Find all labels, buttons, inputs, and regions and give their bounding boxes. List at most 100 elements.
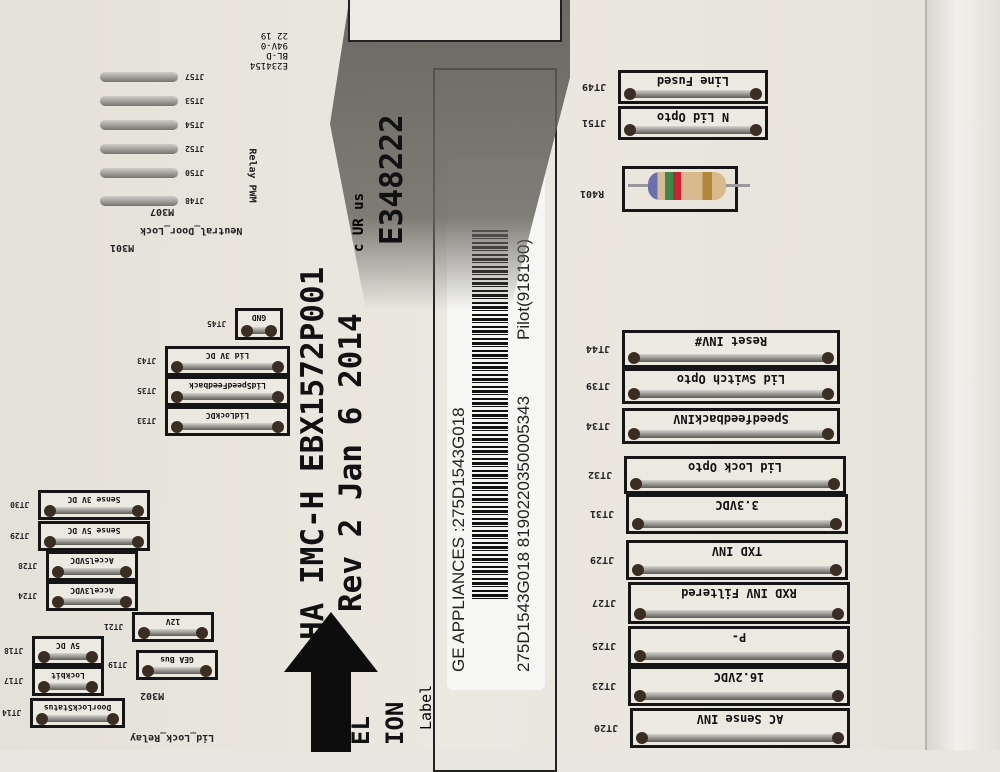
sticker-line-1: GE APPLIANCES :275D1543G018 [449, 407, 468, 672]
partial-text-2: ION [381, 701, 409, 745]
jumper-id: JT54 [185, 119, 205, 129]
jumper-label: Lid Switch Opto [676, 372, 786, 387]
jumper-label: Line Fused [656, 74, 730, 89]
jumper-id: JT25 [592, 640, 617, 651]
jumper-jt35: LidSpeedFeedback [165, 376, 290, 406]
partial-text-1: EL [347, 716, 375, 745]
jumper-wire [624, 124, 762, 136]
jumper-label: DoorLockStatus [43, 702, 112, 712]
jumper-label: RXD INV Filtered [681, 586, 797, 601]
jumper-wire [100, 144, 178, 154]
jumper-id: JT45 [207, 318, 227, 328]
jumper-label: GEA Bus [160, 654, 194, 664]
jumper-id: JT34 [586, 420, 611, 431]
jumper-id: JT21 [104, 621, 124, 631]
jumper-label: TXD INV [711, 544, 763, 559]
jumper-label: 12V [165, 616, 181, 626]
jumper-wire [630, 478, 840, 490]
jumper-wire [632, 518, 842, 530]
jumper-jt21: 12V [132, 612, 214, 642]
jumper-label: 5V DC [55, 640, 81, 650]
jumper-jt18: 5V DC [32, 636, 104, 666]
jumper-jt43: Lid 3V DC [165, 346, 290, 376]
jumper-id: JT29 [590, 554, 615, 565]
jumper-label: N Lid Opto [656, 110, 730, 125]
jumper-jt20: AC Sense INV [630, 708, 850, 748]
component-housing [348, 0, 562, 42]
ul-line: 22 19 [260, 30, 288, 40]
jumper-jt29: TXD INV [626, 540, 848, 580]
jumper-wire [632, 564, 842, 576]
jumper-id: JT39 [586, 380, 611, 391]
jumper-id: JT33 [137, 415, 157, 425]
arrow-up-icon [284, 612, 378, 752]
m-label: M302 [140, 690, 165, 701]
jumper-id: JT51 [582, 117, 607, 128]
jumper-label: Accel5VDC [70, 555, 114, 565]
jumper-label: Lockbit [51, 670, 85, 680]
jumper-wire [44, 505, 144, 517]
jumper-jt33: LidLockDC [165, 406, 290, 436]
jumper-id: JT49 [582, 81, 607, 92]
label-text: Label [417, 684, 435, 730]
jumper-wire [52, 596, 132, 608]
jumper-jt44: Reset INV# [622, 330, 840, 368]
jumper-jt51: N Lid Opto [618, 106, 768, 140]
jumper-jt30: Sense 3V DC [38, 490, 150, 520]
jumper-jt28: Accel5VDC [46, 551, 138, 581]
jumper-label: 16.2VDC [713, 670, 765, 685]
jumper-label: P- [731, 630, 747, 645]
jumper-label: AC Sense INV [696, 712, 784, 727]
jumper-id: JT29 [10, 530, 30, 540]
jumper-jt49: Line Fused [618, 70, 768, 104]
jumper-wire [634, 650, 844, 662]
jumper-wire [634, 608, 844, 620]
jumper-id: JT53 [185, 95, 205, 105]
jumper-jt34: SpeedfeedbackINV [622, 408, 840, 444]
jumper-id: JT52 [185, 143, 205, 153]
jumper-label: Lid Lock Opto [688, 460, 782, 475]
jumper-id: JT14 [2, 707, 22, 717]
jumper-wire [171, 391, 284, 403]
jumper-jt32: Lid Lock Opto [624, 456, 846, 494]
jumper-label: Accel3VDC [70, 585, 114, 595]
jumper-wire [628, 388, 834, 400]
jumper-wire [241, 325, 277, 337]
jumper-wire [100, 196, 178, 206]
jumper-id: JT48 [185, 195, 205, 205]
jumper-wire [44, 536, 144, 548]
jumper-label: Sense 3V DC [67, 494, 121, 504]
jumper-wire [38, 681, 98, 693]
jumper-wire [138, 627, 208, 639]
jumper-id: JT28 [18, 560, 38, 570]
jumper-jt25: P- [628, 626, 850, 666]
sticker-line-2: 275D1543G018 8190220350005343 [514, 395, 533, 672]
jumper-wire [36, 713, 119, 725]
jumper-jt14: DoorLockStatus [30, 698, 125, 728]
jumper-id: JT32 [588, 469, 613, 480]
jumper-label: LidLockDC [205, 410, 250, 420]
jumper-id: JT17 [4, 675, 24, 685]
ul-line: 94V-0 [260, 40, 288, 50]
jumper-wire [636, 732, 844, 744]
jumper-jt23: 16.2VDC [628, 666, 850, 706]
jumper-wire [100, 72, 178, 82]
jumper-wire [171, 361, 284, 373]
jumper-id: JT20 [594, 722, 619, 733]
jumper-wire [634, 690, 844, 702]
jumper-label: Reset INV# [694, 334, 768, 349]
resistor-outline [622, 166, 738, 212]
jumper-jt19: GEA Bus [136, 650, 218, 680]
jumper-id: JT31 [590, 508, 615, 519]
neutral-door-lock-label: Neutral_Door_Lock [140, 225, 243, 236]
jumper-label: GND [251, 312, 267, 322]
ul-recognized-mark: c UR us [351, 192, 367, 252]
jumper-label: Lid 3V DC [205, 350, 250, 360]
lid-lock-relay-label: Lid_Lock_Relay [130, 732, 215, 743]
jumper-id: JT19 [108, 659, 128, 669]
jumper-label: LidSpeedFeedback [188, 380, 267, 390]
jumper-id: JT23 [592, 680, 617, 691]
jumper-wire [100, 120, 178, 130]
jumper-wire [628, 428, 834, 440]
jumper-wire [624, 88, 762, 100]
